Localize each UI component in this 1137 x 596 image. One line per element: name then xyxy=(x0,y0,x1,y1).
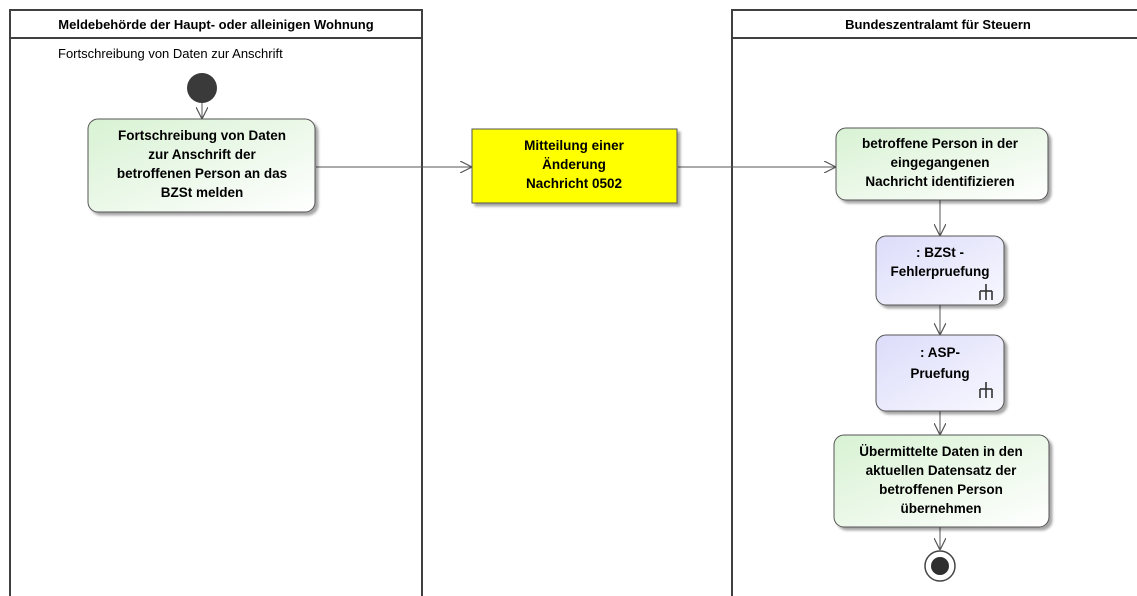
lane-meldebehoerde: Meldebehörde der Haupt- oder alleinigen … xyxy=(9,9,423,596)
apply-line-2: aktuellen Datensatz der xyxy=(866,463,1018,478)
errorcheck-line-1: : BZSt - xyxy=(916,245,964,260)
action-report-address-data: Fortschreibung von Daten zur Anschrift d… xyxy=(87,118,316,213)
aspcheck-line-2: Pruefung xyxy=(910,366,969,381)
message-line-1: Mitteilung einer xyxy=(524,138,625,153)
identify-line-2: eingegangenen xyxy=(890,155,989,170)
message-line-3: Nachricht 0502 xyxy=(526,176,622,191)
apply-line-3: betroffenen Person xyxy=(879,482,1003,497)
errorcheck-line-2: Fehlerpruefung xyxy=(890,264,989,279)
partition-subtitle: Fortschreibung von Daten zur Anschrift xyxy=(58,46,283,61)
lane-title-bzst: Bundeszentralamt für Steuern xyxy=(845,17,1031,32)
action-report-line-3: betroffenen Person an das xyxy=(117,166,287,181)
identify-line-3: Nachricht identifizieren xyxy=(865,174,1014,189)
call-bzst-error-check: : BZSt - Fehlerpruefung xyxy=(875,235,1005,306)
apply-line-4: übernehmen xyxy=(900,501,981,516)
action-report-line-2: zur Anschrift der xyxy=(148,147,256,162)
aspcheck-line-1: : ASP- xyxy=(920,345,960,360)
rake-icon xyxy=(979,284,993,300)
action-identify-person: betroffene Person in der eingegangenen N… xyxy=(835,127,1049,201)
lane-title-meldebehoerde: Meldebehörde der Haupt- oder alleinigen … xyxy=(58,17,373,32)
rake-icon xyxy=(979,382,993,398)
call-asp-check: : ASP- Pruefung xyxy=(875,334,1005,412)
message-line-2: Änderung xyxy=(542,157,606,172)
lane-bzst: Bundeszentralamt für Steuern xyxy=(731,9,1137,596)
apply-line-1: Übermittelte Daten in den xyxy=(859,444,1023,459)
object-message-0502: Mitteilung einer Änderung Nachricht 0502 xyxy=(471,128,678,204)
action-report-line-4: BZSt melden xyxy=(161,185,244,200)
action-report-line-1: Fortschreibung von Daten xyxy=(118,128,286,143)
initial-node xyxy=(187,73,217,103)
control-flows xyxy=(202,103,940,550)
identify-line-1: betroffene Person in der xyxy=(862,136,1019,151)
final-node xyxy=(924,550,956,582)
action-apply-data: Übermittelte Daten in den aktuellen Date… xyxy=(833,434,1050,528)
